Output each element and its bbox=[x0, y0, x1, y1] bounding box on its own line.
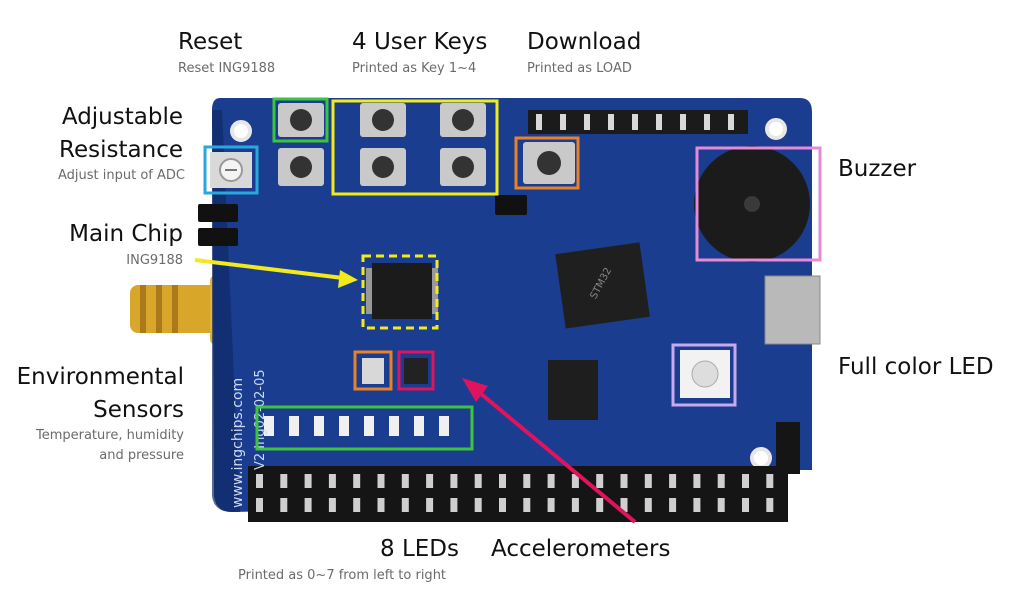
adjustable-resistance-desc: Adjust input of ADC bbox=[58, 168, 185, 183]
accelerometer-chip bbox=[404, 358, 428, 384]
micro-usb-port bbox=[764, 275, 821, 345]
adjustable-resistance-label-2: Resistance bbox=[59, 137, 183, 163]
adc-highlight bbox=[203, 145, 259, 195]
header-pin bbox=[766, 474, 774, 488]
full-color-led-label: Full color LED bbox=[838, 354, 994, 380]
header-pin bbox=[547, 474, 555, 488]
download-label: Download bbox=[527, 29, 642, 55]
download-highlight bbox=[514, 136, 580, 190]
header-pin bbox=[499, 498, 506, 512]
reset-desc: Reset ING9188 bbox=[178, 61, 276, 76]
main-chip-arrow bbox=[194, 258, 358, 288]
stm32-chip: STM32 bbox=[555, 242, 650, 329]
download-desc: Printed as LOAD bbox=[527, 61, 632, 76]
header-pin bbox=[766, 498, 774, 512]
buzzer-component bbox=[694, 146, 810, 262]
header-pin bbox=[644, 474, 652, 488]
header-pin bbox=[304, 474, 312, 488]
header-pin bbox=[620, 498, 628, 512]
header-pin bbox=[644, 498, 652, 512]
header-pin bbox=[620, 474, 628, 488]
led-row bbox=[264, 416, 449, 436]
jumper-blocks bbox=[198, 195, 527, 246]
rgb-led bbox=[680, 350, 730, 398]
leds-label: 8 LEDs bbox=[380, 536, 459, 562]
header-pin bbox=[450, 498, 458, 512]
u4-chip bbox=[548, 360, 598, 420]
header-pin bbox=[377, 498, 385, 512]
header-pin bbox=[693, 498, 701, 512]
header-pin bbox=[328, 474, 336, 488]
reset-label: Reset bbox=[178, 29, 243, 55]
header-pin bbox=[717, 474, 725, 488]
header-pin bbox=[426, 498, 434, 512]
env-sensors-label-2: Sensors bbox=[93, 397, 184, 423]
header-pin bbox=[669, 498, 677, 512]
header-pin bbox=[499, 474, 506, 488]
full-color-led-highlight bbox=[671, 343, 737, 407]
push-buttons bbox=[278, 103, 575, 186]
header-pin bbox=[256, 498, 263, 512]
header-pin bbox=[717, 498, 725, 512]
user-keys-label: 4 User Keys bbox=[352, 29, 488, 55]
j3-header bbox=[776, 422, 800, 474]
env-sensor-chip bbox=[362, 358, 384, 384]
header-pin bbox=[693, 474, 701, 488]
header-pin bbox=[523, 474, 531, 488]
main-chip-desc: ING9188 bbox=[126, 253, 183, 268]
silkscreen-url: www.ingchips.com bbox=[230, 378, 246, 508]
silkscreen-version: V2 Ing02-02-05 bbox=[253, 369, 268, 470]
main-chip bbox=[366, 263, 438, 319]
adjustable-resistance-label-1: Adjustable bbox=[61, 104, 183, 130]
user-keys-desc: Printed as Key 1~4 bbox=[352, 61, 477, 76]
leds-highlight bbox=[255, 405, 474, 451]
header-pin bbox=[571, 474, 579, 488]
header-pin bbox=[474, 498, 482, 512]
env-sensors-desc-1: Temperature, humidity bbox=[35, 428, 184, 443]
env-sensors-label-1: Environmental bbox=[16, 364, 184, 390]
mounting-hole bbox=[750, 447, 772, 469]
header-pin bbox=[547, 498, 555, 512]
buzzer-highlight bbox=[695, 146, 822, 262]
reset-highlight bbox=[272, 97, 329, 143]
header-pin bbox=[256, 474, 263, 488]
top-pin-header bbox=[528, 110, 748, 134]
mounting-hole bbox=[765, 118, 787, 140]
main-chip-label: Main Chip bbox=[69, 221, 183, 247]
header-pin bbox=[377, 474, 385, 488]
header-pin bbox=[401, 474, 409, 488]
header-pin bbox=[523, 498, 531, 512]
header-pin bbox=[474, 474, 482, 488]
env-sensors-desc-2: and pressure bbox=[99, 448, 184, 463]
header-pin bbox=[353, 498, 361, 512]
header-pin bbox=[328, 498, 336, 512]
accelerometer-arrow bbox=[462, 378, 637, 524]
header-pin bbox=[280, 498, 288, 512]
bottom-pin-header bbox=[248, 466, 788, 522]
env-sensor-highlight bbox=[353, 350, 393, 391]
main-chip-highlight bbox=[361, 254, 439, 330]
mounting-hole bbox=[230, 120, 252, 142]
accelerometer-highlight bbox=[397, 350, 435, 391]
header-pin bbox=[742, 498, 749, 512]
header-pin bbox=[571, 498, 579, 512]
accelerometers-label: Accelerometers bbox=[491, 536, 671, 562]
buzzer-label: Buzzer bbox=[838, 156, 917, 182]
header-pin bbox=[596, 498, 604, 512]
leds-desc: Printed as 0~7 from left to right bbox=[238, 568, 447, 583]
header-pin bbox=[596, 474, 604, 488]
header-pin bbox=[742, 474, 749, 488]
user-keys-highlight bbox=[331, 99, 499, 196]
header-pin bbox=[353, 474, 361, 488]
header-pin bbox=[401, 498, 409, 512]
header-pin bbox=[669, 474, 677, 488]
header-pin bbox=[304, 498, 312, 512]
header-pin bbox=[280, 474, 288, 488]
header-pin bbox=[450, 474, 458, 488]
header-pin bbox=[426, 474, 434, 488]
potentiometer bbox=[210, 152, 252, 188]
